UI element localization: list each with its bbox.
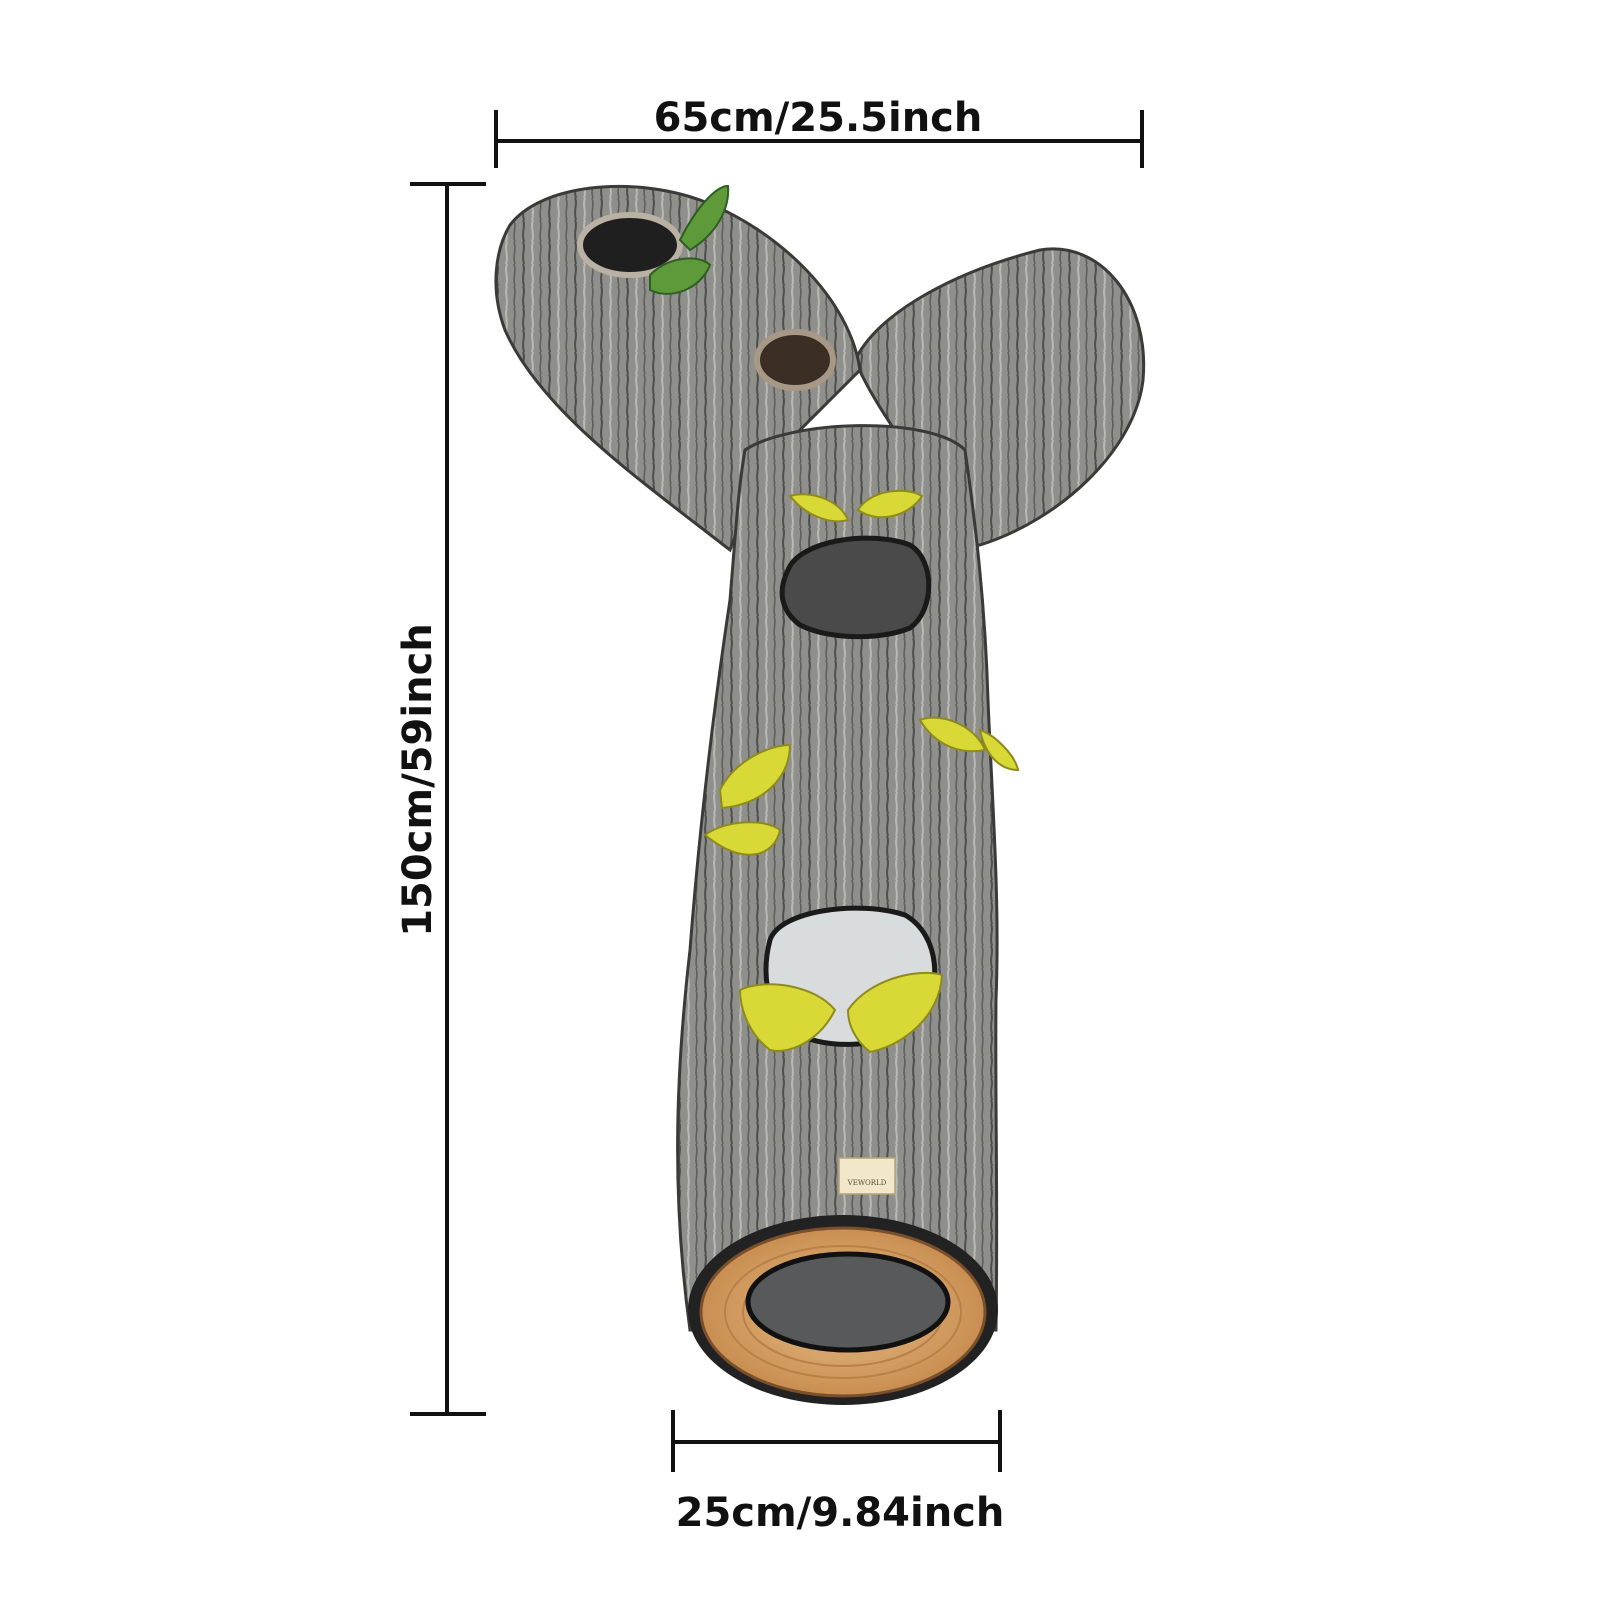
bottom-diameter-label: 25cm/9.84inch [675, 1490, 1005, 1536]
width-dimension-line [494, 110, 1144, 168]
leaf-yellow-6 [703, 821, 782, 856]
trunk-bottom-opening [688, 1215, 998, 1405]
brand-tag-text: VEWORLD [847, 1179, 887, 1187]
leaf-yellow-8 [846, 971, 944, 1054]
leaf-yellow-1 [788, 493, 850, 523]
brand-tag: VEWORLD [838, 1157, 896, 1195]
leaves [649, 185, 1020, 1054]
leaf-green-top-2 [649, 257, 712, 295]
height-dimension-label: 150cm/59inch [395, 623, 441, 937]
width-dimension-label: 65cm/25.5inch [653, 95, 983, 141]
branch-hole-top [577, 212, 683, 278]
leaf-yellow-3 [918, 716, 987, 753]
leaf-green-top [678, 185, 730, 252]
bottom-dimension-line [671, 1410, 1002, 1472]
branch-knot [754, 329, 836, 391]
hole-upper [779, 535, 932, 640]
leaf-yellow-7 [738, 983, 837, 1052]
leaf-yellow-2 [856, 489, 924, 519]
tree-trunk [676, 424, 999, 1332]
height-dimension-line [410, 182, 486, 1416]
leaf-yellow-5 [718, 743, 792, 810]
leaf-yellow-4 [978, 728, 1020, 772]
